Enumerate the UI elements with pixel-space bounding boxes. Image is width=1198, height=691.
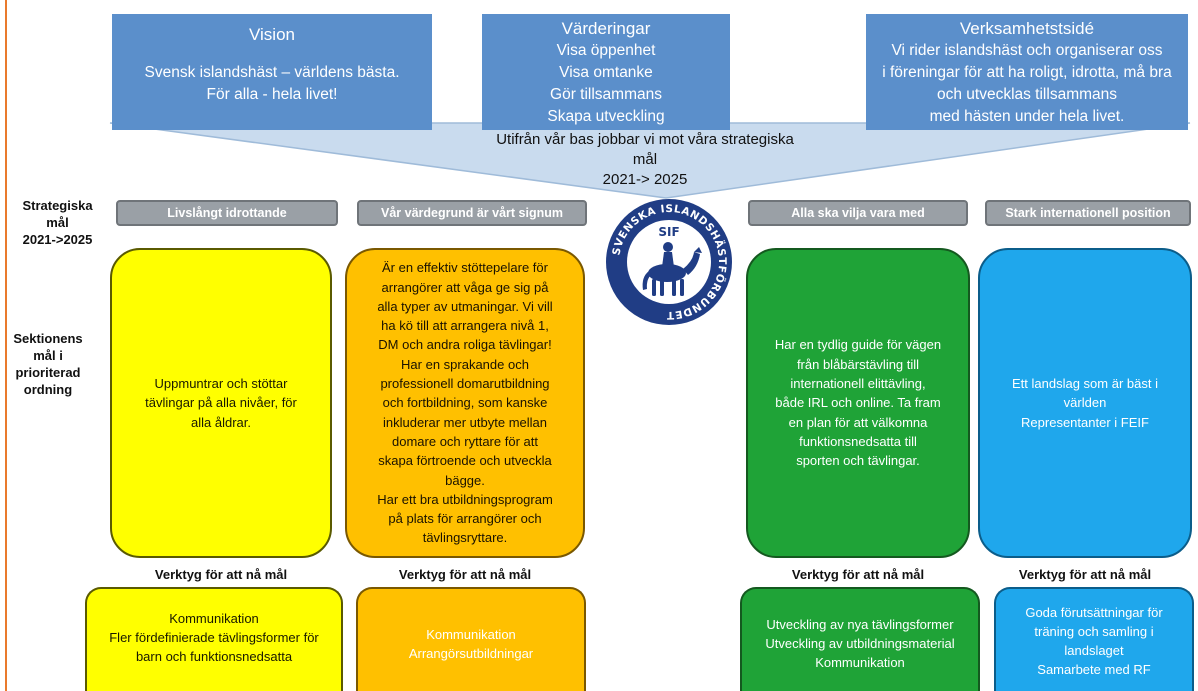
goal-text-line: arrangörer att våga ge sig på xyxy=(381,279,549,295)
business-idea-box: Verksamhetstsidé Vi rider islandshäst oc… xyxy=(866,14,1188,130)
funnel-line: mål xyxy=(632,151,658,168)
tools-box-international: Goda förutsättningar för träning och sam… xyxy=(994,587,1194,691)
goal-text-line: bägge. xyxy=(445,472,485,488)
tools-label: Verktyg för att nå mål xyxy=(154,567,288,582)
tools-label: Verktyg för att nå mål xyxy=(1018,567,1152,582)
goal-text-line: Är en effektiv stöttepelare för xyxy=(382,260,548,276)
tool-text-line: Kommunikation xyxy=(169,611,259,626)
tools-label: Verktyg för att nå mål xyxy=(791,567,925,582)
goal-text-line: världen xyxy=(1063,395,1107,411)
goal-box-lifelong: Uppmuntrar och stöttar tävlingar på alla… xyxy=(110,248,332,558)
tools-box-participation: Utveckling av nya tävlingsformer Utveckl… xyxy=(740,587,980,691)
goal-header-lifelong: Livslångt idrottande xyxy=(116,200,338,226)
left-accent-line xyxy=(5,0,7,691)
goal-text-line: ha kö till att arrangera nivå 1, xyxy=(381,318,549,334)
values-line: Visa öppenhet xyxy=(556,42,656,59)
goal-text-line: och fortbildning, som kanske xyxy=(382,395,548,411)
funnel-line: Utifrån vår bas jobbar vi mot våra strat… xyxy=(496,131,794,148)
goal-text-line: från blåbärstävling till xyxy=(796,356,920,372)
tool-text-line: Utveckling av utbildningsmaterial xyxy=(765,636,955,651)
logo-initials: SIF xyxy=(658,225,679,239)
tool-text-line: barn och funktionsnedsatta xyxy=(135,649,293,664)
goal-text-line: en plan för att välkomna xyxy=(788,414,928,430)
business-idea-line: och utvecklas tillsammans xyxy=(936,86,1118,103)
side-line: mål xyxy=(46,215,69,230)
goal-text-line: Har en sprakande och xyxy=(401,356,529,372)
vision-line: För alla - hela livet! xyxy=(206,86,338,103)
side-line: Strategiska xyxy=(22,198,93,213)
values-line: Visa omtanke xyxy=(559,64,653,81)
goal-text-line: Uppmuntrar och stöttar xyxy=(154,376,288,392)
values-title: Värderingar xyxy=(561,19,651,38)
tool-text-line: Kommunikation xyxy=(426,627,516,642)
business-idea-line: med hästen under hela livet. xyxy=(929,108,1125,125)
goal-text-line: Representanter i FEIF xyxy=(1021,414,1149,430)
side-line: 2021->2025 xyxy=(22,232,93,247)
goal-text-line: professionell domarutbildning xyxy=(380,376,550,392)
business-idea-line: i föreningar för att ha roligt, idrotta,… xyxy=(882,64,1172,81)
values-line: Gör tillsammans xyxy=(550,86,662,103)
goal-text-line: domare och ryttare för att xyxy=(392,433,538,449)
goal-box-international: Ett landslag som är bäst i världen Repre… xyxy=(978,248,1192,558)
business-idea-title: Verksamhetstsidé xyxy=(959,19,1095,38)
goal-text-line: både IRL och online. Ta fram xyxy=(775,395,941,411)
vision-box: Vision Svensk islandshäst – världens bäs… xyxy=(112,14,432,130)
goal-box-values: Är en effektiv stöttepelare för arrangör… xyxy=(345,248,585,558)
funnel-text: Utifrån vår bas jobbar vi mot våra strat… xyxy=(480,130,810,190)
vision-title: Vision xyxy=(249,25,295,44)
tool-text-line: Fler fördefinierade tävlingsformer för xyxy=(109,630,319,645)
goal-text-line: alla typer av utmaningar. Vi vill xyxy=(377,298,553,314)
values-line: Skapa utveckling xyxy=(547,108,665,125)
side-line: ordning xyxy=(23,382,73,397)
goal-text-line: Har en tydlig guide för vägen xyxy=(774,337,942,353)
tools-box-lifelong: Kommunikation Fler fördefinierade tävlin… xyxy=(85,587,343,691)
tools-box-values: Kommunikation Arrangörsutbildningar xyxy=(356,587,586,691)
section-goals-label: Sektionens mål i prioriterad ordning xyxy=(8,330,88,398)
tool-text-line: Utveckling av nya tävlingsformer xyxy=(766,617,954,632)
horse-rider-icon xyxy=(642,242,702,296)
sif-logo: SVENSKA ISLANDSHÄSTFÖRBUNDET SIF xyxy=(606,199,732,325)
side-line: Sektionens xyxy=(13,331,83,346)
tools-label: Verktyg för att nå mål xyxy=(398,567,532,582)
vision-line: Svensk islandshäst – världens bästa. xyxy=(144,64,400,81)
goal-text-line: alla åldrar. xyxy=(191,414,251,430)
tool-text-line: Arrangörsutbildningar xyxy=(408,646,534,661)
goal-header-international: Stark internationell position xyxy=(985,200,1191,226)
goal-text-line: skapa förtroende och utveckla xyxy=(378,453,552,469)
goal-text-line: inkluderar mer utbyte mellan xyxy=(382,414,548,430)
goal-text-line: tävlingar på alla nivåer, för xyxy=(145,395,297,411)
goal-text-line: DM och andra roliga tävlingar! xyxy=(378,337,552,353)
goal-text-line: internationell elittävling, xyxy=(790,376,926,392)
business-idea-line: Vi rider islandshäst och organiserar oss xyxy=(891,42,1163,59)
tool-text-line: landslaget xyxy=(1064,643,1124,658)
values-box: Värderingar Visa öppenhet Visa omtanke G… xyxy=(482,14,730,130)
goal-text-line: Ett landslag som är bäst i xyxy=(1012,376,1158,392)
tool-text-line: Goda förutsättningar för xyxy=(1025,605,1163,620)
side-line: mål i xyxy=(33,348,63,363)
goal-box-participation: Har en tydlig guide för vägen från blåbä… xyxy=(746,248,970,558)
tool-text-line: Kommunikation xyxy=(815,655,905,670)
strategic-goals-label: Strategiska mål 2021->2025 xyxy=(10,197,105,248)
goal-text-line: Har ett bra utbildningsprogram xyxy=(377,491,553,507)
funnel-line: 2021-> 2025 xyxy=(602,171,688,188)
goal-text-line: funktionsnedsatta till xyxy=(799,433,917,449)
goal-header-participation: Alla ska vilja vara med xyxy=(748,200,968,226)
goal-text-line: tävlingsryttare. xyxy=(422,530,508,546)
tool-text-line: Samarbete med RF xyxy=(1037,662,1151,677)
side-line: prioriterad xyxy=(15,365,81,380)
tool-text-line: träning och samling i xyxy=(1034,624,1154,639)
goal-header-values: Vår värdegrund är vårt signum xyxy=(357,200,587,226)
goal-text-line: sporten och tävlingar. xyxy=(796,453,920,469)
goal-text-line: på plats för arrangörer och xyxy=(388,511,542,527)
